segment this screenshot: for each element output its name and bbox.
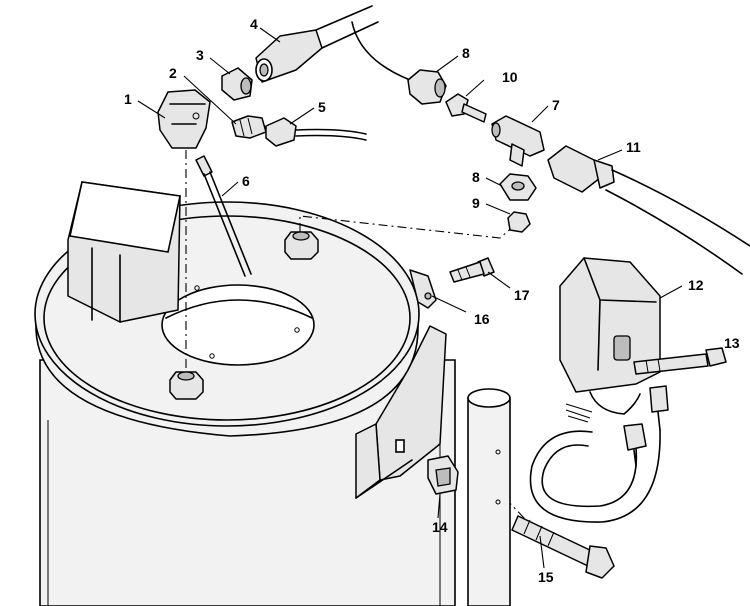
callout-10: 10 bbox=[502, 69, 518, 85]
vent-box-opening bbox=[69, 181, 181, 253]
callout-4: 4 bbox=[250, 16, 258, 32]
wire-lead bbox=[565, 409, 591, 419]
part-5-tube-nut bbox=[265, 117, 367, 147]
wire-lead bbox=[567, 415, 589, 423]
part-6-pilot-tube bbox=[195, 155, 252, 277]
callout-8-lower: 8 bbox=[472, 169, 480, 185]
gas-line-top bbox=[351, 21, 411, 81]
callout-14: 14 bbox=[432, 519, 448, 535]
callout-6: 6 bbox=[242, 173, 250, 189]
callout-5: 5 bbox=[318, 99, 326, 115]
mount-hole bbox=[194, 285, 200, 291]
callout-17: 17 bbox=[514, 287, 530, 303]
callout-3: 3 bbox=[196, 47, 204, 63]
callout-9: 9 bbox=[472, 195, 480, 211]
control-wire bbox=[589, 391, 641, 415]
callout-15: 15 bbox=[538, 569, 554, 585]
part-2-fitting bbox=[231, 115, 267, 139]
part-17-screw bbox=[449, 257, 495, 283]
tank-top-fitting-front bbox=[169, 371, 204, 400]
standing-pipe bbox=[467, 388, 511, 606]
leader-lines bbox=[137, 27, 683, 569]
part-10-nipple bbox=[445, 93, 487, 123]
wire-lead bbox=[565, 403, 593, 413]
callout-8-upper: 8 bbox=[462, 45, 470, 61]
part-13-screw bbox=[633, 347, 727, 375]
part-12-control-unit bbox=[559, 257, 661, 393]
callout-12: 12 bbox=[688, 277, 704, 293]
tank-top-fitting-rear bbox=[284, 231, 319, 260]
flue-inner-edge bbox=[165, 299, 313, 319]
callout-16: 16 bbox=[474, 311, 490, 327]
part-8-nut-lower bbox=[499, 173, 537, 201]
assembly-centerline bbox=[299, 215, 515, 239]
hose-loop-assembly bbox=[529, 385, 669, 523]
part-8-nut-upper bbox=[407, 69, 447, 105]
mounting-bracket bbox=[355, 325, 447, 499]
callout-labels: 1 2 3 4 5 6 7 8 8 9 10 11 12 13 14 15 16… bbox=[124, 16, 740, 585]
vent-box bbox=[67, 181, 181, 323]
part-1-hex-plug bbox=[157, 89, 211, 149]
mount-hole bbox=[294, 327, 300, 333]
mount-hole bbox=[209, 353, 215, 359]
callout-1: 1 bbox=[124, 91, 132, 107]
part-11-union-hose bbox=[547, 145, 750, 275]
part-3-adapter bbox=[221, 67, 253, 101]
part-7-tee bbox=[491, 115, 545, 167]
callout-2: 2 bbox=[169, 65, 177, 81]
callout-7: 7 bbox=[552, 97, 560, 113]
part-4-union-nut bbox=[255, 5, 379, 83]
part-9-ferrule bbox=[507, 211, 531, 233]
part-14-clip bbox=[427, 455, 459, 495]
callout-11: 11 bbox=[626, 139, 641, 155]
flue-opening bbox=[161, 284, 315, 366]
callout-13: 13 bbox=[724, 335, 740, 351]
part-15-bolt bbox=[511, 515, 615, 579]
part-16-clip bbox=[409, 269, 437, 309]
